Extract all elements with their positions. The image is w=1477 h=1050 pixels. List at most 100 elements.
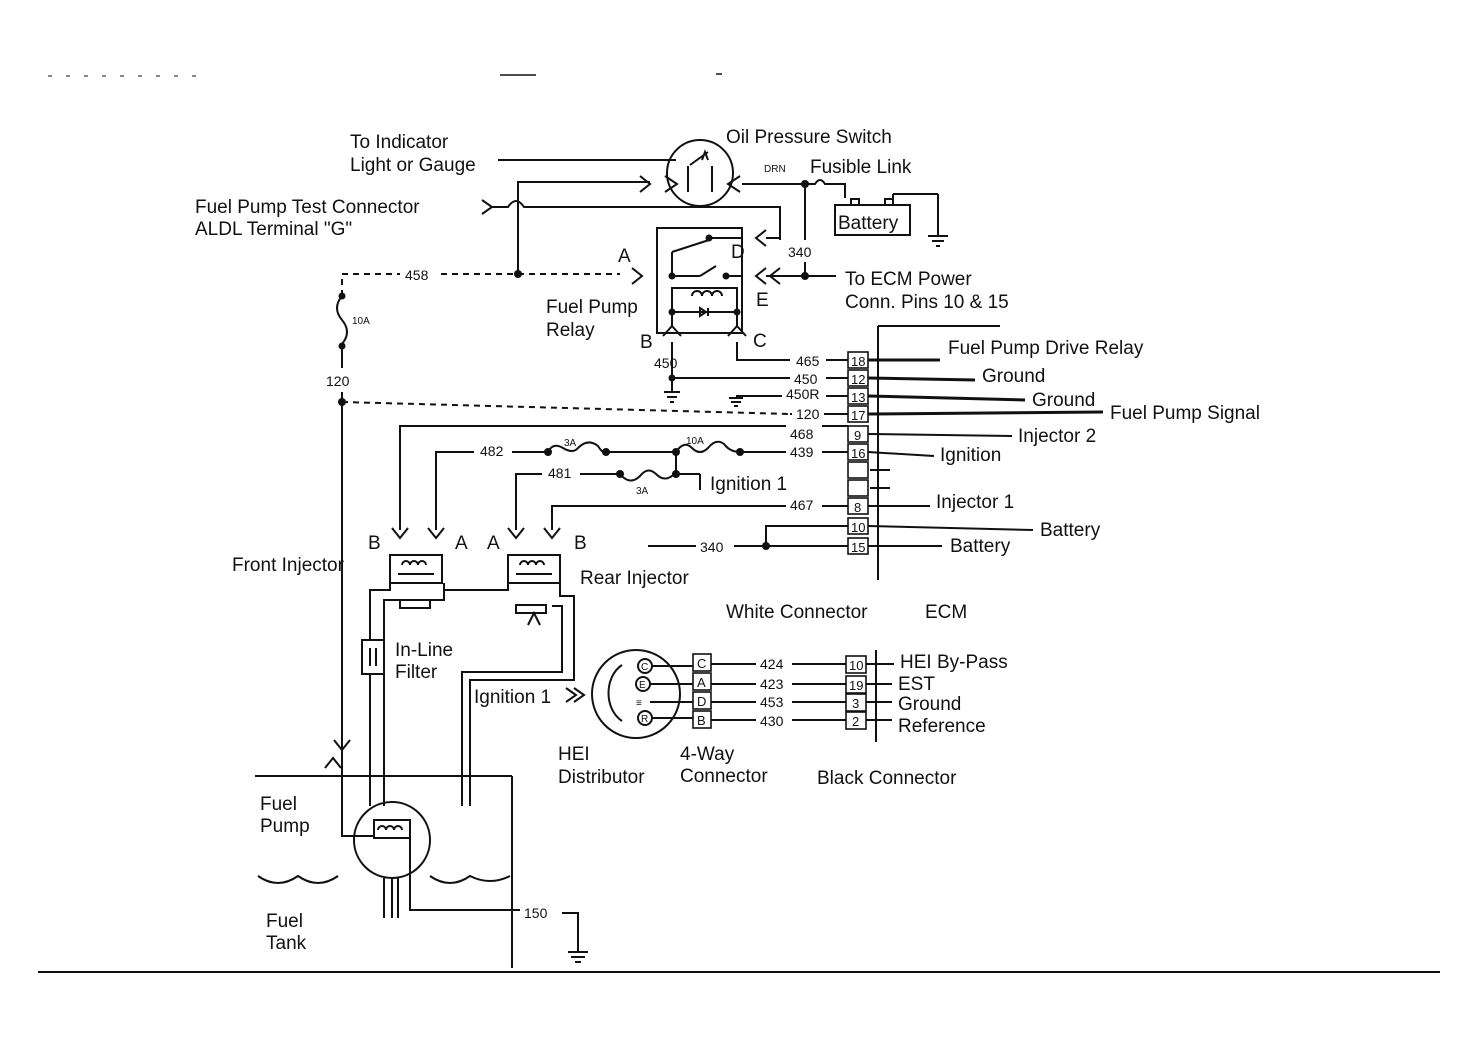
fuel-pump-label-1: Fuel [260,794,297,815]
svg-text:467: 467 [790,497,814,513]
fuel-pump-relay-label-2: Relay [546,320,595,341]
fuel-tank-label-2: Tank [266,933,307,954]
front-injector-label: Front Injector [232,555,345,576]
svg-text:D: D [697,694,706,709]
svg-text:3A: 3A [564,438,577,449]
to-ecm-power-label-2: Conn. Pins 10 & 15 [845,292,1009,313]
to-indicator-label-1: To Indicator [350,132,449,153]
fuel-pump-relay-label-1: Fuel Pump [546,297,638,318]
svg-text:9: 9 [854,428,861,443]
wire-423-label: 423 [760,676,784,692]
injector-arrows [391,527,561,540]
svg-text:439: 439 [790,444,814,460]
svg-text:E: E [639,680,646,691]
wire-430-label: 430 [760,713,784,729]
wire-120-left-label: 120 [326,373,350,389]
svg-text:R: R [641,714,648,725]
indicator-feed-wire [517,181,650,274]
relay-coil [691,290,723,297]
fuel-return-arrow [324,756,342,769]
fuel-pump-ground-wire [409,836,520,911]
fuse-10a-left-label: 10A [352,316,370,327]
rear-injector-coil [516,560,552,575]
battery-top-label: Battery [838,213,899,234]
svg-text:450: 450 [794,371,818,387]
wire-10-battery [765,525,848,546]
rear-injector-label: Rear Injector [580,568,689,589]
white-pin-8-function: Injector 1 [936,492,1014,513]
wire-340-top: 340 [788,244,812,260]
indicator-arrow [639,175,652,193]
svg-text:3: 3 [852,696,859,711]
white-pin-10-function: Battery [1040,520,1101,541]
svg-text:481: 481 [548,465,572,481]
svg-text:12: 12 [851,372,865,387]
svg-text:13: 13 [851,390,865,405]
relay-ground-icon [664,391,680,403]
inline-filter-label-2: Filter [395,662,438,683]
hei-to-4way-wires [650,665,693,719]
relay-a-label: A [618,246,631,267]
inline-filter-label-1: In-Line [395,640,453,661]
four-way-connector: C A D B [692,653,712,729]
wire-482 [435,451,548,530]
drn-label: DRN [764,164,786,175]
svg-text:340: 340 [700,539,724,555]
wire-150-label: 150 [524,905,548,921]
svg-text:B: B [697,713,706,728]
fusible-link-label: Fusible Link [810,157,912,178]
svg-text:468: 468 [790,426,814,442]
svg-text:19: 19 [849,678,863,693]
svg-text:482: 482 [480,443,504,459]
svg-text:10A: 10A [686,436,704,447]
relay-b-label: B [640,332,653,353]
svg-text:2: 2 [852,714,859,729]
white-pin-16-function: Ignition [940,445,1001,466]
test-connector-wire [492,200,781,240]
fuel-pump-coil-box [373,819,411,839]
battery-symbol [834,204,911,236]
svg-text:15: 15 [851,540,865,555]
relay-c-arrow [727,324,747,337]
white-pin-17-function: Fuel Pump Signal [1110,403,1260,424]
fuel-pump-test-label-1: Fuel Pump Test Connector [195,197,420,218]
relay-c-label: C [753,331,767,352]
ignition-1-hei-arrow [565,687,586,703]
fuel-pump-test-label-2: ALDL Terminal "G" [195,219,352,240]
fuse-3a-2 [619,469,677,482]
to-indicator-label-2: Light or Gauge [350,155,476,176]
four-way-label-1: 4-Way [680,744,735,765]
test-connector-arrow [481,199,494,215]
fuel-pump-relay-box [656,227,743,334]
four-way-label-2: Connector [680,766,768,787]
front-injector-nozzle [399,599,431,609]
white-connector-pins: 18 12 13 17 9 16 8 10 15 [847,351,869,555]
rear-injector-nozzle [515,604,547,614]
svg-text:120: 120 [796,406,820,422]
wire-467 [551,505,848,530]
svg-text:10: 10 [851,520,865,535]
wire-481 [515,473,620,530]
fuel-pump-label-2: Pump [260,816,310,837]
white-pin-15-function: Battery [950,536,1011,557]
wire-424-label: 424 [760,656,784,672]
fuse-10a-left [336,295,348,345]
in-line-filter [361,639,385,675]
fuse-10a-2 [675,440,741,453]
hei-label-1: HEI [558,744,590,765]
black-pin-2-function: Reference [898,716,986,737]
white-connector-label: White Connector [726,602,868,623]
scan-marks [48,73,722,77]
svg-text:A: A [697,675,706,690]
ground-450r-icon [729,397,743,407]
wire-458-label: 458 [405,267,429,283]
white-pin-empty-1 [847,461,869,479]
svg-text:3A: 3A [636,486,649,497]
svg-text:450R: 450R [786,386,819,402]
fuel-pump-feed [341,750,374,837]
front-injector-body [389,554,443,584]
ignition-1-hei-label: Ignition 1 [474,687,551,708]
fuel-level-wave [257,874,511,884]
svg-text:18: 18 [851,354,865,369]
